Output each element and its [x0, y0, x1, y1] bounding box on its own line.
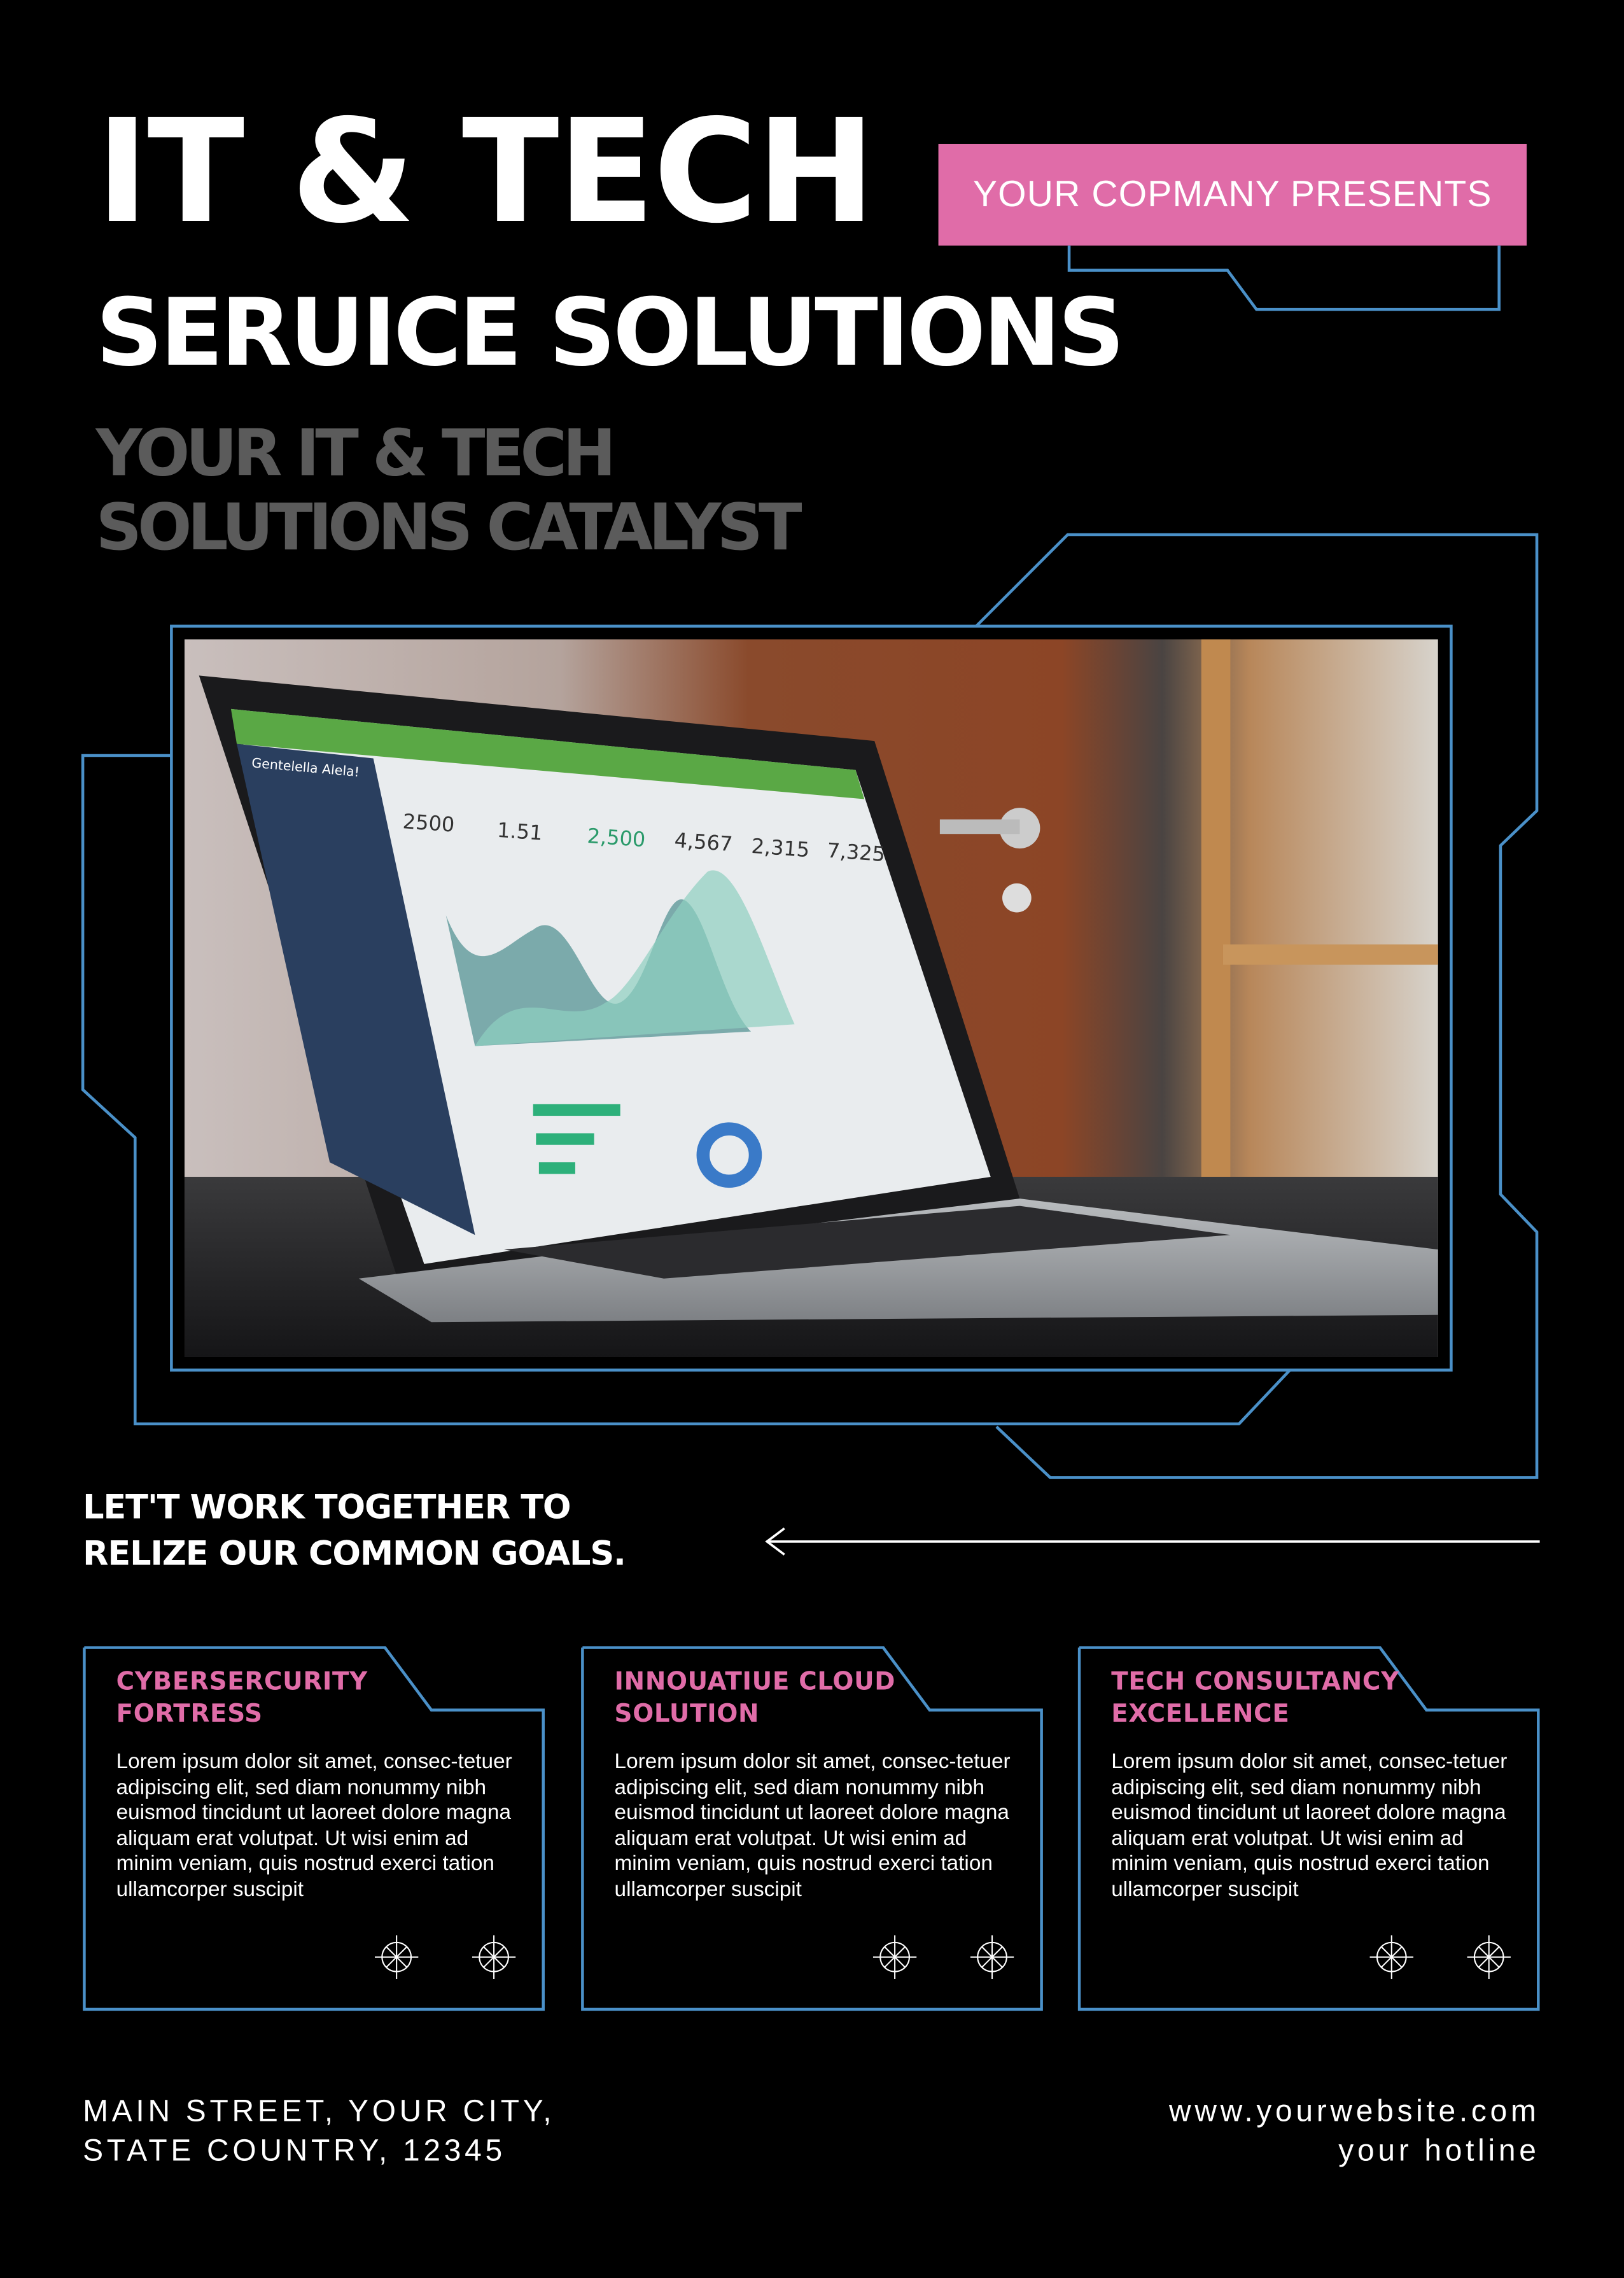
- dashboard-stat: 4,567: [674, 828, 734, 856]
- website-link[interactable]: www.yourwebsite.com: [1168, 2095, 1540, 2129]
- compass-star-icon: [472, 1935, 516, 1979]
- address: MAIN STREET, YOUR CITY, STATE COUNTRY, 1…: [83, 2092, 555, 2170]
- compass-star-icon: [970, 1935, 1014, 1979]
- photo-frame: [170, 624, 1453, 1372]
- badge-bracket: [1067, 245, 1501, 311]
- card-title-line-1: TECH CONSULTANCY: [1111, 1668, 1399, 1698]
- laptop-photo: Gentelella Alela! 2500 1.51 2,500 4,567 …: [184, 639, 1438, 1357]
- company-badge: YOUR COPMANY PRESENTS: [938, 143, 1527, 246]
- card-body: Lorem ipsum dolor sit amet, consec-tetue…: [116, 1750, 512, 1902]
- subtitle-line-1: YOUR IT & TECH: [95, 417, 617, 491]
- dashboard-stat: 2500: [402, 809, 456, 837]
- outer-frame-right: [975, 533, 1539, 1479]
- dashboard-stat: 2,315: [751, 834, 811, 862]
- dashboard-stat: 2,500: [587, 824, 647, 852]
- dashboard-stat: 1.51: [496, 818, 543, 845]
- company-badge-text: YOUR COPMANY PRESENTS: [972, 173, 1492, 214]
- address-line-2: STATE COUNTRY, 12345: [83, 2134, 506, 2168]
- card-title-line-2: EXCELLENCE: [1111, 1699, 1290, 1729]
- compass-star-icon: [872, 1935, 917, 1979]
- card-border: [1077, 1646, 1540, 2011]
- subtitle-line-2: SOLUTIONS CATALYST: [95, 491, 802, 565]
- compass-star-icon: [1467, 1935, 1511, 1979]
- contact: www.yourwebsite.com your hotline: [1169, 2092, 1540, 2170]
- dashboard-stats: 2500 1.51 2,500 4,567 2,315 7,325: [402, 809, 886, 866]
- dashboard-stat: 7,325: [826, 838, 886, 866]
- card-title-line-2: FORTRESS: [116, 1699, 263, 1729]
- tagline-line-2: RELIZE OUR COMMON GOALS.: [83, 1535, 626, 1574]
- card-title-line-1: CYBERSERCURITY: [116, 1668, 368, 1698]
- compass-star-icon: [1369, 1935, 1414, 1979]
- title-line-1: IT & TECH: [95, 90, 876, 256]
- subtitle: YOUR IT & TECH SOLUTIONS CATALYST: [95, 417, 802, 565]
- card-border: [581, 1646, 1043, 2011]
- tagline: LET'T WORK TOGETHER TO RELIZE OUR COMMON…: [83, 1485, 626, 1578]
- card-title-line-2: SOLUTION: [614, 1699, 760, 1729]
- title-line-2: SERUICE SOLUTIONS: [95, 280, 1125, 388]
- card-body: Lorem ipsum dolor sit amet, consec-tetue…: [614, 1750, 1011, 1902]
- card-body: Lorem ipsum dolor sit amet, consec-tetue…: [1111, 1750, 1508, 1902]
- card-border: [83, 1646, 545, 2011]
- arrow-left-icon: [765, 1527, 1540, 1556]
- address-line-1: MAIN STREET, YOUR CITY,: [83, 2095, 556, 2129]
- outer-frame-left: [81, 754, 1291, 1426]
- card-title-line-1: INNOUATIUE CLOUD: [614, 1668, 896, 1698]
- hotline: your hotline: [1338, 2134, 1540, 2168]
- compass-star-icon: [374, 1935, 419, 1979]
- tagline-line-1: LET'T WORK TOGETHER TO: [83, 1489, 571, 1528]
